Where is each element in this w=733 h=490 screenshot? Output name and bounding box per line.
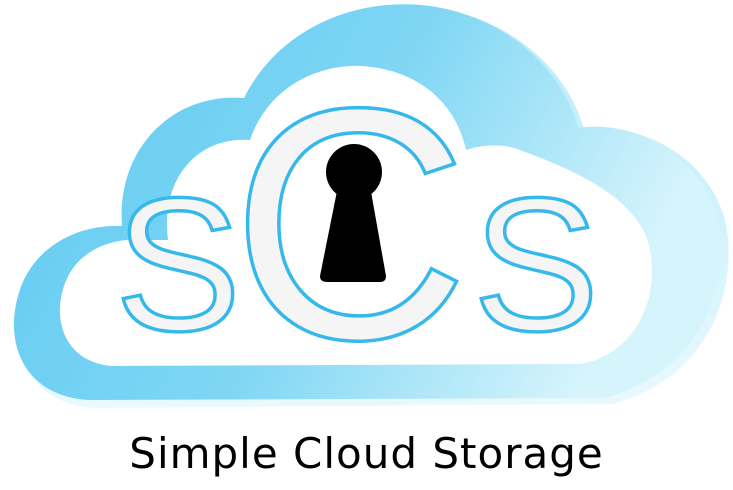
letter-s-left: S bbox=[115, 159, 242, 371]
keyhole-icon bbox=[320, 144, 386, 282]
tagline-text: Simple Cloud Storage bbox=[129, 429, 604, 478]
letter-s-right: S bbox=[473, 159, 600, 371]
scs-logo: S C S bbox=[13, 4, 729, 410]
